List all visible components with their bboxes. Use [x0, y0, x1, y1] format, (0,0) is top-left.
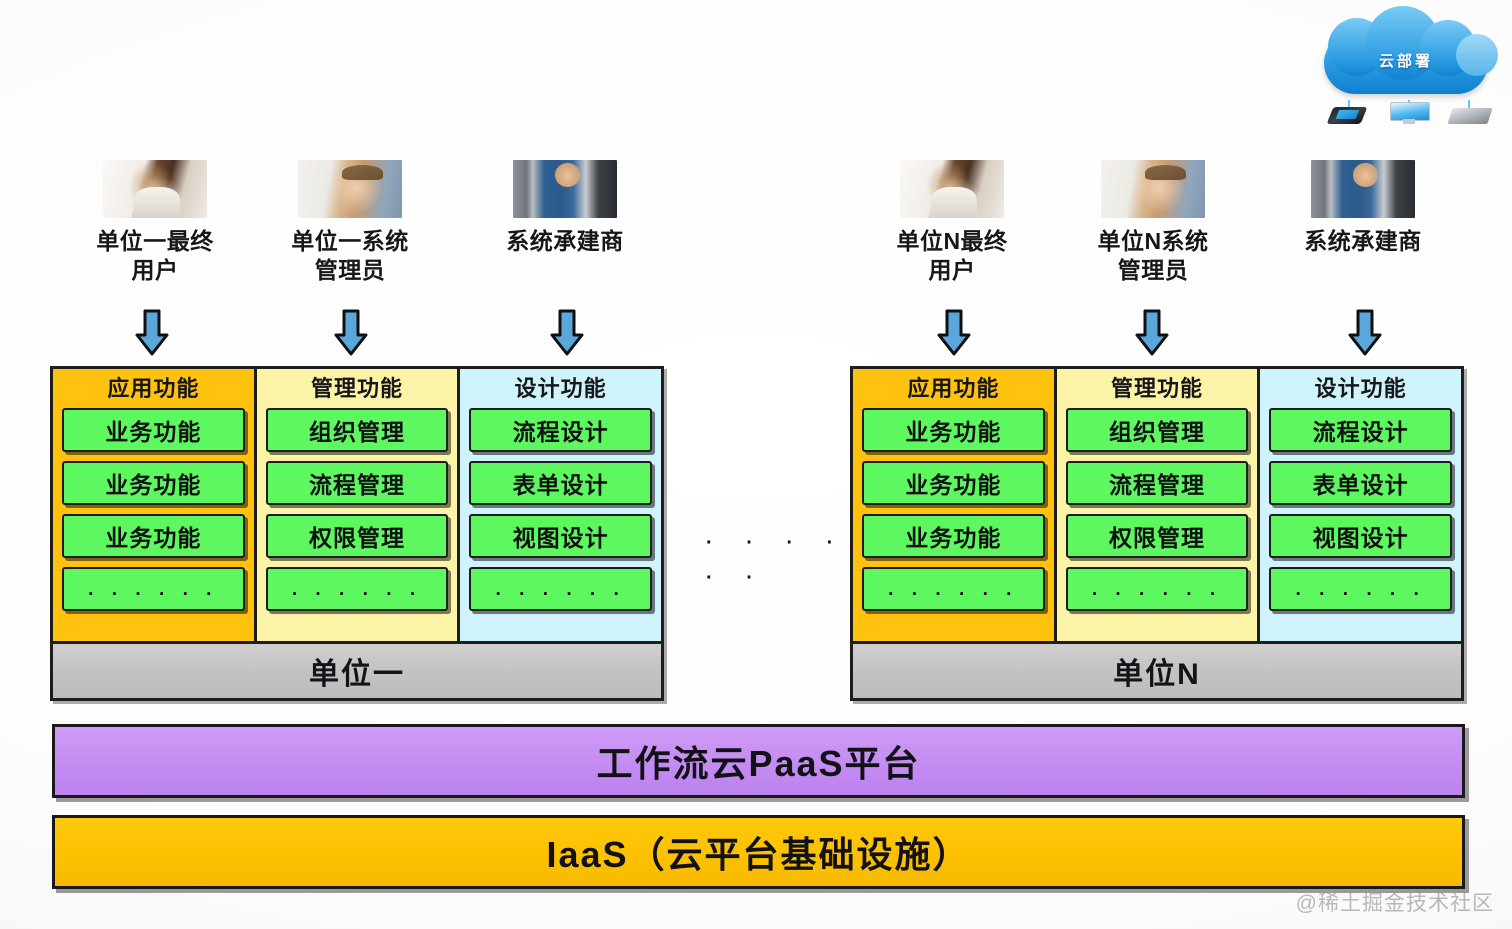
actor-label: 单位N最终 用户: [896, 228, 1008, 284]
monitor-icon: [1390, 102, 1430, 124]
cloud-deployment-badge: 云部署: [1308, 6, 1504, 124]
phone-icon: [1326, 107, 1368, 124]
cloud-devices-group: [1308, 100, 1504, 124]
column-title: 管理功能: [311, 376, 404, 401]
actor-label: 系统承建商: [1304, 228, 1422, 254]
unit-block-unit-1: 应用功能 业务功能 业务功能 业务功能 · · · · · · 管理功能 组织管…: [50, 366, 664, 701]
function-chip[interactable]: 视图设计: [469, 514, 653, 559]
avatar: [900, 160, 1004, 218]
arrow-down-icon: [936, 308, 972, 358]
arrow-down-icon: [1134, 308, 1170, 358]
column-title: 应用功能: [907, 376, 1000, 401]
unit-columns: 应用功能 业务功能 业务功能 业务功能 · · · · · · 管理功能 组织管…: [53, 369, 662, 641]
server-icon: [1447, 108, 1493, 124]
function-chip[interactable]: 表单设计: [469, 461, 653, 506]
function-chip[interactable]: 业务功能: [62, 408, 245, 453]
unit-footer-label: 单位一: [53, 641, 661, 698]
function-chip-more[interactable]: · · · · · ·: [1269, 567, 1453, 612]
column-design-functions: 设计功能 流程设计 表单设计 视图设计 · · · · · ·: [460, 369, 662, 641]
function-chip[interactable]: 业务功能: [862, 514, 1045, 559]
function-chip-more[interactable]: · · · · · ·: [1065, 567, 1249, 612]
cloud-link-line: [1468, 100, 1470, 109]
function-chip-more[interactable]: · · · · · ·: [862, 567, 1045, 612]
function-chip[interactable]: 流程设计: [1269, 408, 1453, 453]
function-chip-more[interactable]: · · · · · ·: [265, 567, 449, 612]
actor-unit1-end-user: 单位一最终 用户: [75, 160, 235, 286]
column-management-functions: 管理功能 组织管理 流程管理 权限管理 · · · · · ·: [1056, 369, 1261, 641]
function-chip[interactable]: 权限管理: [265, 514, 449, 559]
actor-label: 单位N系统 管理员: [1097, 228, 1209, 284]
iaas-platform-label: IaaS（云平台基础设施）: [546, 834, 971, 875]
actor-label: 单位一最终 用户: [96, 228, 214, 284]
function-chip[interactable]: 业务功能: [862, 408, 1045, 453]
units-ellipsis-row2: · ·: [706, 567, 767, 589]
function-chip[interactable]: 表单设计: [1269, 461, 1453, 506]
actor-unitN-contractor: 系统承建商: [1283, 160, 1443, 256]
column-management-functions: 管理功能 组织管理 流程管理 权限管理 · · · · · ·: [256, 369, 461, 641]
cloud-lobe-icon: [1456, 34, 1498, 76]
actor-unitN-sys-admin: 单位N系统 管理员: [1073, 160, 1233, 286]
unit-footer-label: 单位N: [853, 641, 1461, 698]
arrow-down-icon: [134, 308, 170, 358]
function-chip[interactable]: 流程管理: [1065, 461, 1249, 506]
avatar: [1311, 160, 1415, 218]
paas-platform-label: 工作流云PaaS平台: [596, 743, 921, 784]
actor-label: 系统承建商: [506, 228, 624, 254]
function-chip[interactable]: 组织管理: [1065, 408, 1249, 453]
actor-unit1-contractor: 系统承建商: [485, 160, 645, 256]
column-application-functions: 应用功能 业务功能 业务功能 业务功能 · · · · · ·: [853, 369, 1057, 641]
unit-columns: 应用功能 业务功能 业务功能 业务功能 · · · · · · 管理功能 组织管…: [853, 369, 1462, 641]
function-chip[interactable]: 业务功能: [62, 461, 245, 506]
cloud-label: 云部署: [1378, 53, 1433, 70]
cloud-link-line: [1348, 100, 1350, 109]
arrow-down-icon: [1347, 308, 1383, 358]
actor-label: 单位一系统 管理员: [291, 228, 409, 284]
unit-block-unit-n: 应用功能 业务功能 业务功能 业务功能 · · · · · · 管理功能 组织管…: [850, 366, 1464, 701]
column-title: 应用功能: [107, 376, 200, 401]
function-chip[interactable]: 业务功能: [62, 514, 245, 559]
column-title: 设计功能: [1314, 376, 1407, 401]
column-application-functions: 应用功能 业务功能 业务功能 业务功能 · · · · · ·: [53, 369, 257, 641]
watermark: @稀土掘金技术社区: [1295, 892, 1494, 915]
column-title: 设计功能: [514, 376, 607, 401]
actor-unitN-end-user: 单位N最终 用户: [872, 160, 1032, 286]
column-design-functions: 设计功能 流程设计 表单设计 视图设计 · · · · · ·: [1260, 369, 1462, 641]
function-chip[interactable]: 业务功能: [862, 461, 1045, 506]
iaas-platform-bar[interactable]: IaaS（云平台基础设施）: [52, 815, 1465, 889]
avatar: [513, 160, 617, 218]
column-title: 管理功能: [1111, 376, 1204, 401]
function-chip[interactable]: 流程管理: [265, 461, 449, 506]
arrow-down-icon: [549, 308, 585, 358]
function-chip[interactable]: 流程设计: [469, 408, 653, 453]
avatar: [298, 160, 402, 218]
units-ellipsis-row1: · · · ·: [706, 532, 848, 554]
paas-platform-bar[interactable]: 工作流云PaaS平台: [52, 724, 1465, 798]
function-chip[interactable]: 视图设计: [1269, 514, 1453, 559]
actor-unit1-sys-admin: 单位一系统 管理员: [270, 160, 430, 286]
function-chip-more[interactable]: · · · · · ·: [62, 567, 245, 612]
function-chip-more[interactable]: · · · · · ·: [469, 567, 653, 612]
function-chip[interactable]: 权限管理: [1065, 514, 1249, 559]
avatar: [103, 160, 207, 218]
arrow-down-icon: [333, 308, 369, 358]
avatar: [1101, 160, 1205, 218]
function-chip[interactable]: 组织管理: [265, 408, 449, 453]
